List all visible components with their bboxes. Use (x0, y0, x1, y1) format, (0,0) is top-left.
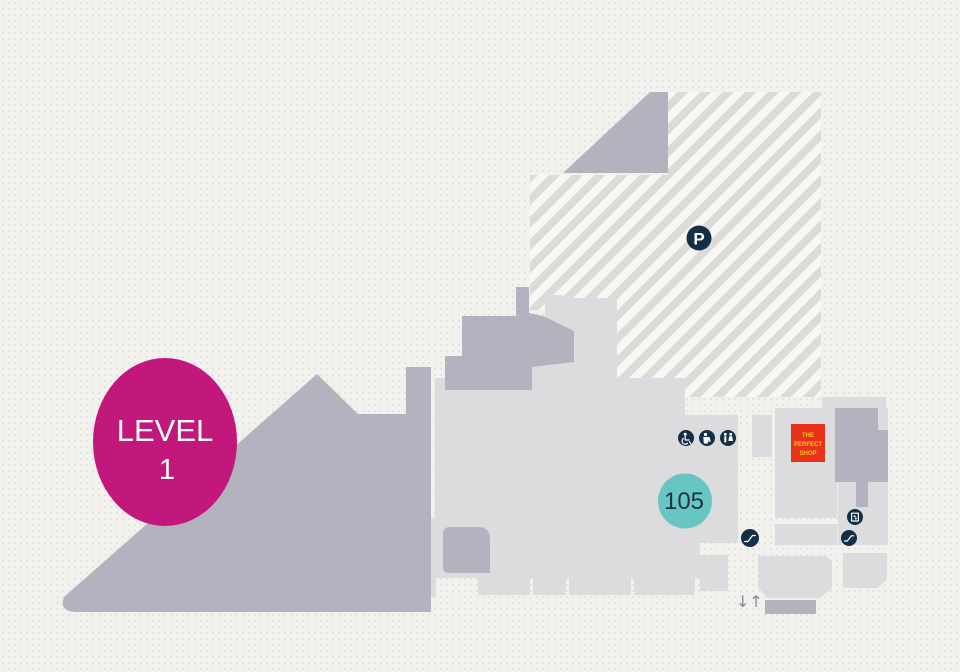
level-badge-label: LEVEL (117, 413, 214, 448)
accessible-toilet-icon[interactable] (678, 430, 694, 446)
baby-change-icon[interactable] (699, 430, 715, 446)
building-block-east (835, 408, 888, 507)
shop-unit-row-1 (478, 578, 530, 595)
store-105-badge[interactable]: 105 (658, 473, 712, 529)
building-block-southwest (443, 527, 490, 573)
mall-footprint-west-strip (430, 518, 436, 597)
toilets-icon[interactable] (720, 430, 736, 446)
perfect-shop-logo-tile (791, 424, 825, 462)
perfect-shop-logo-line1: THE (802, 433, 814, 439)
parking-icon-circle (686, 225, 712, 251)
shop-unit-southeast-1 (758, 556, 832, 598)
building-block-west (62, 367, 431, 612)
parking-icon-letter: P (693, 230, 704, 249)
stairs-direction-arrows: ↓↑ (736, 592, 763, 611)
perfect-shop-logo-line3: SHOP (799, 451, 816, 457)
unit-northeast-strip (822, 397, 886, 409)
perfect-shop-logo-line2: PERFECT (794, 442, 822, 448)
parking-icon[interactable]: P (686, 225, 712, 251)
escalator-icon-central[interactable] (741, 529, 759, 547)
store-105-number: 105 (664, 488, 704, 515)
unit-small-2 (775, 524, 837, 545)
shop-unit-sq-2 (700, 555, 728, 591)
building-block-center (445, 287, 574, 390)
level-badge-circle (93, 358, 237, 526)
building-block-north (563, 92, 668, 173)
car-park-area (530, 92, 821, 397)
shop-unit-row-3 (569, 578, 631, 595)
perfect-shop-logo[interactable]: THE PERFECT SHOP (791, 424, 825, 462)
level-badge-number: 1 (159, 454, 175, 486)
shop-unit-row-2 (533, 578, 566, 595)
building-block-south-small (765, 600, 816, 614)
shop-unit-sq-1 (665, 555, 695, 591)
shop-unit-southeast-2 (843, 553, 887, 588)
unit-small-1 (752, 415, 772, 457)
level-badge[interactable]: LEVEL 1 (93, 358, 237, 526)
lift-icon[interactable] (847, 509, 863, 525)
store-105-circle (658, 473, 712, 529)
escalator-icon-east[interactable] (841, 530, 857, 546)
